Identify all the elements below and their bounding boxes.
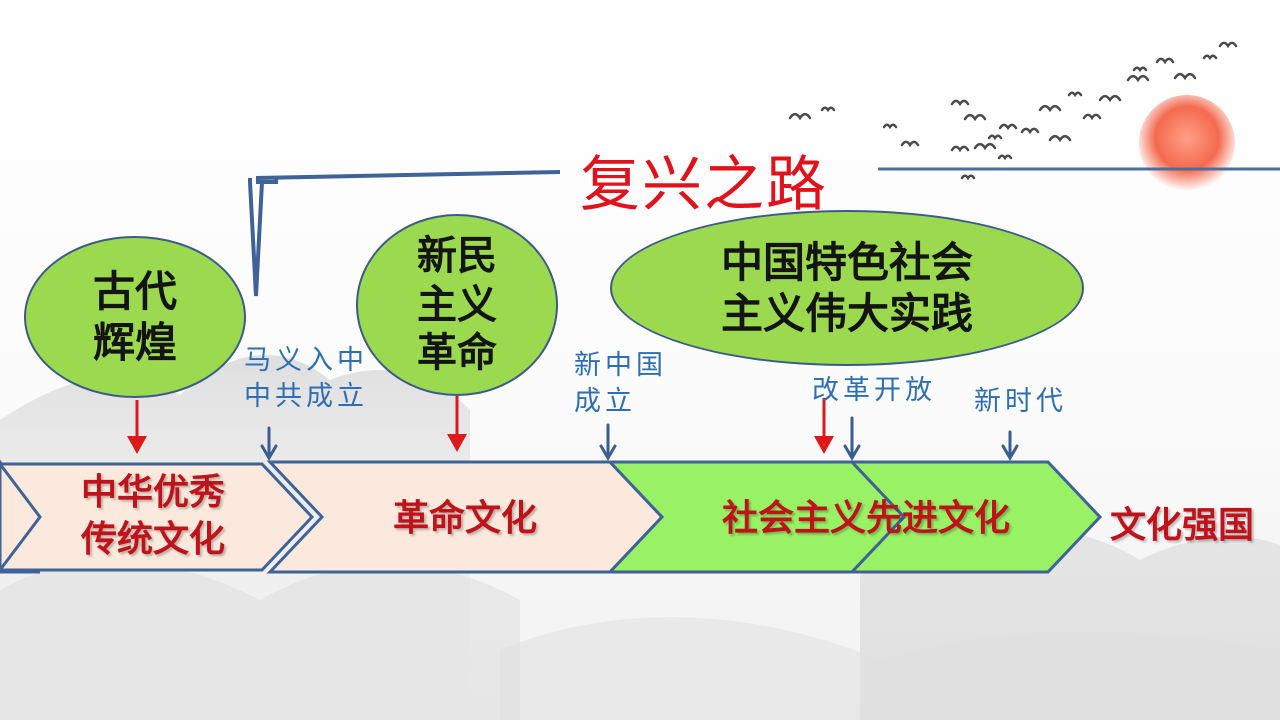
bird-icon	[973, 142, 997, 151]
stage-label: 中国特色社会 主义伟大实践	[720, 237, 973, 338]
bird-icon	[963, 113, 987, 122]
event-marxism-cpc-founding: 马义入中 中共成立	[244, 345, 368, 413]
red-sun-icon	[1139, 95, 1235, 191]
bird-icon	[1098, 94, 1122, 103]
bird-icon	[1020, 127, 1040, 135]
page-title: 复兴之路	[580, 150, 828, 220]
bird-icon	[950, 145, 970, 153]
stage-socialist-practice: 中国特色社会 主义伟大实践	[610, 210, 1084, 366]
bird-icon	[1038, 104, 1062, 113]
bird-icon	[1202, 54, 1218, 61]
bird-icon	[882, 123, 898, 130]
ink-mountains-icon	[0, 354, 1280, 720]
stage-new-democratic-revolution: 新民 主义 革命	[356, 214, 558, 396]
bird-icon	[820, 106, 836, 113]
bird-icon	[950, 99, 970, 107]
stage-arrows	[127, 395, 834, 454]
flying-birds-icon	[788, 41, 1238, 181]
bird-icon	[1067, 91, 1083, 98]
goal-label: 文化强国	[1110, 505, 1255, 546]
timeline-segment-traditional	[0, 462, 315, 572]
bird-icon	[788, 112, 812, 121]
bird-icon	[1173, 72, 1197, 81]
bird-icon	[997, 154, 1013, 161]
event-arrows	[260, 416, 1019, 461]
segment-label-traditional: 中华优秀 传统文化	[80, 472, 225, 560]
event-new-era: 新时代	[974, 386, 1067, 417]
bird-icon	[1218, 41, 1238, 49]
bird-icon	[1082, 113, 1102, 121]
bird-icon	[1048, 134, 1072, 143]
bird-icon	[1155, 57, 1175, 65]
title-connector	[248, 170, 561, 297]
event-new-china-founding: 新中国 成立	[574, 350, 667, 418]
timeline-segment-socialism-b	[848, 460, 1103, 574]
segment-label-socialism: 社会主义先进文化	[721, 498, 1010, 539]
bird-icon	[960, 174, 976, 181]
bird-icon	[900, 140, 920, 148]
segment-label-revolution: 革命文化	[392, 498, 537, 539]
stage-ancient-glory: 古代 辉煌	[24, 236, 246, 398]
stage-label: 新民 主义 革命	[417, 232, 497, 377]
bird-icon	[987, 134, 1003, 141]
event-reform-opening: 改革开放	[812, 375, 936, 406]
bird-icon	[998, 123, 1018, 131]
bird-icon	[1132, 66, 1148, 73]
stage-label: 古代 辉煌	[92, 266, 177, 367]
bird-icon	[1126, 74, 1150, 83]
